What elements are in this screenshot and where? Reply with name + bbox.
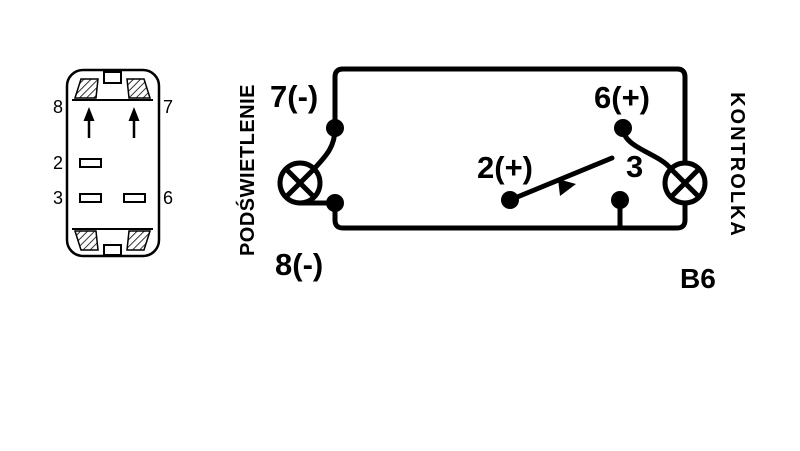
- terminal-label-8: 8(-): [275, 247, 324, 282]
- switch-top-tab: [103, 71, 122, 84]
- wiring-schematic: [277, 66, 708, 231]
- backlight-lamp-icon: [277, 160, 323, 206]
- switch-bottom-right-hatch: [126, 230, 152, 251]
- terminal-dot-7: [326, 119, 344, 137]
- terminal-label-3: 3: [626, 149, 644, 184]
- arrow-up-icon: [128, 107, 140, 138]
- switch-bottom-tab: [103, 244, 122, 256]
- switch-pin-label-6: 6: [162, 188, 173, 208]
- terminal-dot-6: [614, 119, 632, 137]
- indicator-lamp-icon: [662, 160, 708, 206]
- arrow-up-icon: [83, 107, 95, 138]
- terminal-dot-8: [326, 194, 344, 212]
- model-label: B6: [680, 263, 716, 294]
- switch-pin-label-7: 7: [162, 97, 173, 117]
- switch-top-left-hatch: [73, 78, 99, 99]
- backlight-side-label: PODŚWIETLENIE: [237, 83, 259, 257]
- switch-top-right-hatch: [126, 78, 152, 99]
- terminal-label-2: 2(+): [477, 150, 533, 185]
- wire-top-rail: [332, 66, 688, 166]
- terminal-dot-2: [501, 191, 519, 209]
- terminal-slot-3: [79, 193, 102, 203]
- wire-bottom-rail: [332, 200, 688, 231]
- switch-bottom-left-hatch: [73, 230, 99, 251]
- lever-arrow-icon: [558, 179, 576, 196]
- terminal-label-6: 6(+): [594, 80, 650, 115]
- terminal-dot-3: [611, 191, 629, 209]
- switch-pin-label-8: 8: [52, 97, 63, 117]
- indicator-side-label: KONTROLKA: [726, 92, 748, 238]
- switch-lever: [507, 155, 615, 203]
- terminal-label-7: 7(-): [270, 79, 319, 114]
- switch-pin-label-2: 2: [52, 153, 63, 173]
- rocker-switch-drawing: [65, 68, 161, 258]
- switch-pin-label-3: 3: [52, 188, 63, 208]
- terminal-slot-6: [123, 193, 146, 203]
- terminal-slot-2: [79, 158, 102, 168]
